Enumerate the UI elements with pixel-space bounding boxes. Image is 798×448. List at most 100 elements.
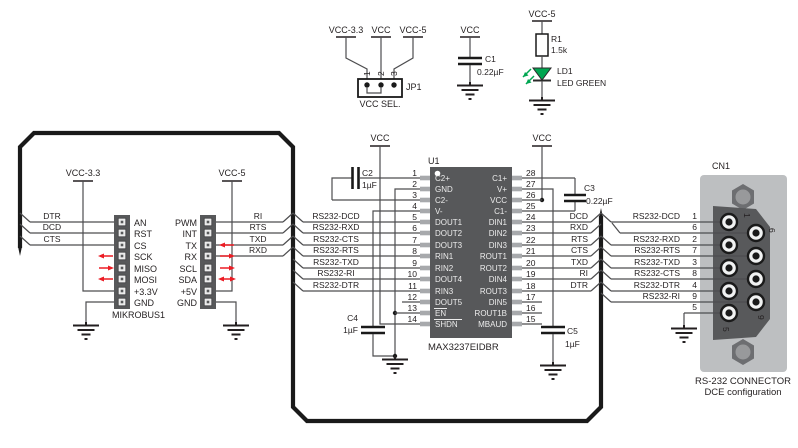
svg-text:8: 8 [412, 246, 417, 256]
ground-c1 [456, 81, 484, 100]
ic-part-number: MAX3237EIDBR [428, 342, 499, 353]
db9-pins [719, 212, 766, 323]
svg-text:25: 25 [526, 201, 536, 211]
svg-text:V-: V- [435, 207, 443, 216]
resistor-r1 [535, 33, 549, 57]
rs232-dcd-left: RS232-DCD [312, 211, 359, 221]
ground-c4 [381, 355, 409, 374]
ic-u1: U1 1 2 3 4 5 6 [408, 156, 536, 353]
mikrobus-pin-33v: +3.3V [134, 287, 158, 297]
ic-body [430, 167, 512, 338]
svg-text:2: 2 [412, 179, 417, 189]
db9-pin-9: 9 [692, 291, 697, 301]
db9-inner-6: 6 [767, 228, 777, 233]
ld1-ref: LD1 [557, 66, 573, 76]
ic-right-pin-names: C1+ V+ VCC C1- DIN1 DIN2 DIN3 ROUT1 ROUT… [475, 174, 508, 329]
svg-text:7: 7 [412, 235, 417, 245]
svg-text:C1+: C1+ [492, 174, 507, 183]
cn1-ref: CN1 [712, 161, 730, 171]
led-vcc5-label: VCC-5 [528, 9, 555, 19]
svg-text:4: 4 [412, 201, 417, 211]
ground-c5 [539, 361, 567, 380]
host-header-circuit: VCC-5 RI RTS TXD RXD PWM INT [175, 168, 283, 340]
jumper-body[interactable] [357, 78, 403, 98]
c2-ref: C2 [362, 168, 373, 178]
svg-text:C2-: C2- [435, 196, 448, 205]
svg-text:ROUT2: ROUT2 [480, 264, 508, 273]
mikrobus-vcc33-label: VCC-3.3 [66, 168, 101, 178]
ld1-label: LED GREEN [557, 78, 606, 88]
r1-ref: R1 [551, 34, 562, 44]
svg-text:ROUT3: ROUT3 [480, 287, 508, 296]
vcc5-label: VCC-5 [399, 25, 426, 35]
svg-text:24: 24 [526, 212, 536, 222]
jp1-pin3: 3 [389, 71, 399, 76]
bus-tip-left [17, 246, 23, 256]
rxd-label: RXD [249, 245, 267, 255]
svg-text:MBAUD: MBAUD [478, 320, 507, 329]
rs232-dtr-db9: RS232-DTR [634, 280, 680, 290]
c3-ref: C3 [584, 183, 595, 193]
c1-value: 0.22µF [477, 67, 504, 77]
svg-text:21: 21 [526, 246, 536, 256]
db9-title-line1: RS-232 CONNECTOR [695, 376, 791, 387]
vcc-label: VCC [371, 25, 391, 35]
svg-text:14: 14 [408, 314, 418, 324]
svg-text:C2+: C2+ [435, 174, 450, 183]
c1-circuit: VCC C1 0.22µF [456, 25, 504, 100]
jp1-pin1: 1 [362, 71, 372, 76]
vcc-ic-label: VCC [532, 133, 552, 143]
svg-text:15: 15 [526, 314, 536, 324]
svg-text:28: 28 [526, 168, 536, 178]
svg-text:19: 19 [526, 269, 536, 279]
vcc33-label: VCC-3.3 [329, 25, 364, 35]
ic-right-signal-wires: DCD RXD RTS CTS TXD RI DTR [522, 211, 591, 325]
svg-text:3: 3 [412, 190, 417, 200]
rs232-ri-left: RS232-RI [317, 268, 354, 278]
rxd-right: RXD [570, 222, 588, 232]
svg-text:16: 16 [526, 303, 536, 313]
dtr-label: DTR [43, 211, 60, 221]
rs232-dcd-db9: RS232-DCD [633, 211, 680, 221]
ground-db9 [670, 324, 698, 343]
svg-text:11: 11 [408, 281, 417, 291]
svg-text:ROUT1B: ROUT1B [475, 309, 507, 318]
ic-ref: U1 [428, 156, 440, 166]
rs232-rxd-db9: RS232-RXD [633, 234, 680, 244]
ic-left-stubs [420, 175, 430, 327]
svg-text:18: 18 [526, 281, 536, 291]
svg-text:10: 10 [408, 269, 418, 279]
ic-left-pin-numbers: 1 2 3 4 5 6 7 8 9 10 11 12 13 14 [408, 168, 418, 324]
svg-text:12: 12 [408, 292, 418, 302]
ic-left-pin-names: C2+ GND C2- V- DOUT1 DOUT2 DOUT3 RIN1 RI… [434, 174, 463, 329]
svg-text:EN: EN [435, 309, 446, 318]
header2-pin-tx: TX [185, 241, 197, 251]
svg-text:DIN1: DIN1 [489, 218, 508, 227]
c5-ref: C5 [567, 326, 578, 336]
rs232-ri-db9: RS232-RI [643, 291, 680, 301]
svg-text:9: 9 [412, 258, 417, 268]
db9-pin-2: 2 [692, 234, 697, 244]
jp1-pin2: 2 [376, 71, 386, 76]
mikrobus-strip[interactable] [114, 215, 130, 309]
header2-vcc5-label: VCC-5 [218, 168, 245, 178]
db9-inner-1: 1 [742, 213, 752, 218]
vcc-shdn-label: VCC [370, 133, 390, 143]
svg-text:SHDN: SHDN [435, 320, 458, 329]
svg-text:C1-: C1- [494, 207, 507, 216]
header2-pin-gnd: GND [177, 298, 198, 308]
host-header-strip[interactable] [200, 215, 216, 309]
svg-text:DIN4: DIN4 [489, 275, 508, 284]
txd-right: TXD [571, 257, 588, 267]
svg-text:GND: GND [435, 185, 453, 194]
db9-pin-4: 4 [692, 280, 697, 290]
rts-right: RTS [571, 234, 588, 244]
vcc-select-circuit: VCC-3.3 VCC VCC-5 1 2 3 JP1 VCC SEL. [329, 25, 427, 109]
svg-text:DIN5: DIN5 [489, 298, 508, 307]
dcd-right: DCD [570, 211, 588, 221]
cts-label: CTS [44, 234, 61, 244]
svg-text:DOUT2: DOUT2 [435, 229, 463, 238]
c1-ref: C1 [485, 54, 496, 64]
svg-text:DIN3: DIN3 [489, 241, 508, 250]
